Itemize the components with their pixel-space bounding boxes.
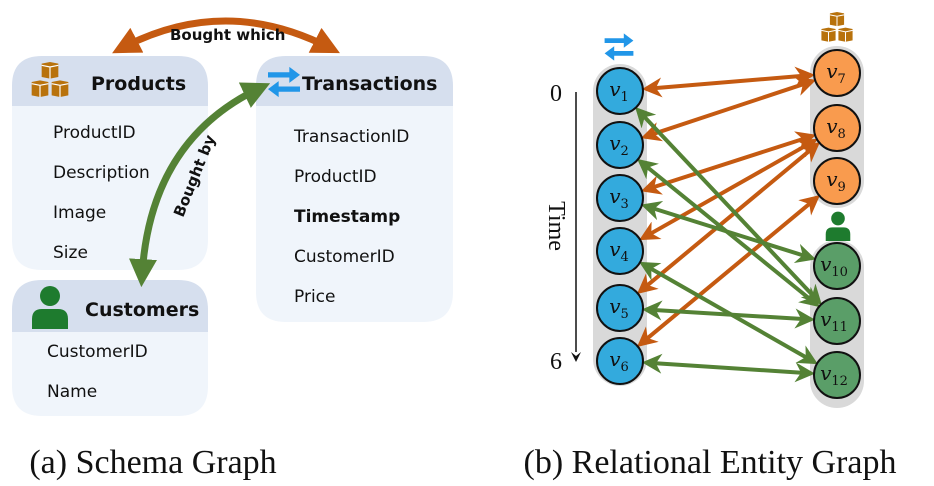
node-label: v9 [826, 167, 846, 195]
edge-v6-v12[interactable] [641, 353, 816, 383]
table-body-bg [12, 332, 208, 416]
node-label: v1 [609, 77, 629, 105]
node-label: v11 [820, 307, 848, 335]
relational-entity-graph: 0 6 Time v1 v2 v3 v4 v5 v6 v7 v8 v9 v10 v11 v12 (b)… [524, 12, 897, 481]
node-v6[interactable]: v6 [596, 337, 644, 385]
table-field: Description [53, 163, 150, 183]
node-v8[interactable]: v8 [813, 104, 861, 152]
table-field: CustomerID [47, 342, 148, 362]
table-transactions[interactable]: Transactions TransactionID ProductID Tim… [256, 56, 453, 322]
relation-arrow [112, 17, 340, 54]
table-field: Size [53, 243, 88, 263]
table-field: ProductID [53, 123, 136, 143]
node-v4[interactable]: v4 [596, 227, 644, 275]
node-v7[interactable]: v7 [813, 49, 861, 97]
relation-arrow [129, 82, 271, 288]
nodes-layer: v1 v2 v3 v4 v5 v6 v7 v8 v9 v10 v11 v12 [596, 49, 861, 399]
node-circle [596, 121, 644, 169]
node-v9[interactable]: v9 [813, 157, 861, 205]
table-customers[interactable]: Customers CustomerID Name [12, 280, 208, 416]
table-products[interactable]: Products ProductID Description Image Siz… [12, 56, 208, 270]
node-v5[interactable]: v5 [596, 284, 644, 332]
relation-bought-which[interactable]: Bought which [112, 17, 340, 54]
edge-v1-v7[interactable] [641, 66, 816, 98]
time-axis-label: Time [543, 201, 569, 251]
relation-label: Bought which [170, 26, 285, 44]
node-label: v12 [820, 361, 848, 389]
caption-entity-graph: (b) Relational Entity Graph [524, 444, 897, 481]
node-v12[interactable]: v12 [813, 351, 861, 399]
table-title: Customers [85, 299, 199, 321]
table-title: Products [91, 73, 186, 95]
node-label: v8 [826, 114, 846, 142]
table-title: Transactions [302, 73, 437, 95]
time-axis-start: 0 [550, 81, 562, 107]
node-v3[interactable]: v3 [596, 174, 644, 222]
person-icon [825, 211, 851, 241]
edge-v2-v7[interactable] [640, 76, 817, 142]
time-axis-end: 6 [550, 349, 562, 375]
table-field: TransactionID [293, 127, 409, 147]
node-v10[interactable]: v10 [813, 242, 861, 290]
node-circle [596, 337, 644, 385]
node-v11[interactable]: v11 [813, 297, 861, 345]
time-axis-arrowhead [571, 352, 581, 362]
node-label: v3 [609, 184, 629, 212]
table-field: Price [294, 287, 335, 307]
node-label: v5 [609, 294, 629, 322]
node-circle [813, 104, 861, 152]
table-field: Timestamp [294, 207, 400, 227]
node-circle [813, 49, 861, 97]
edge-v5-v11[interactable] [641, 300, 816, 329]
table-header-bg [256, 56, 453, 106]
table-body-bg [256, 106, 453, 322]
node-label: v6 [609, 347, 629, 375]
node-circle [813, 242, 861, 290]
edge-v3-v10[interactable] [640, 201, 817, 263]
caption-schema-graph: (a) Schema Graph [29, 444, 276, 481]
node-circle [596, 174, 644, 222]
node-circle [813, 351, 861, 399]
edges-layer [635, 66, 822, 383]
node-v2[interactable]: v2 [596, 121, 644, 169]
exchange-arrows-icon [604, 33, 634, 61]
node-circle [596, 284, 644, 332]
node-circle [596, 67, 644, 115]
node-circle [813, 297, 861, 345]
node-label: v7 [826, 59, 846, 87]
table-field: ProductID [294, 167, 377, 187]
node-circle [596, 227, 644, 275]
node-label: v2 [609, 131, 629, 159]
boxes-icon [820, 12, 854, 43]
node-label: v10 [820, 252, 848, 280]
node-label: v4 [609, 237, 629, 265]
schema-graph: Products ProductID Description Image Siz… [12, 17, 453, 481]
table-field: Image [53, 203, 106, 223]
time-axis: 0 6 Time [543, 81, 581, 375]
table-field: Name [47, 382, 97, 402]
node-v1[interactable]: v1 [596, 67, 644, 115]
node-circle [813, 157, 861, 205]
table-field: CustomerID [294, 247, 395, 267]
